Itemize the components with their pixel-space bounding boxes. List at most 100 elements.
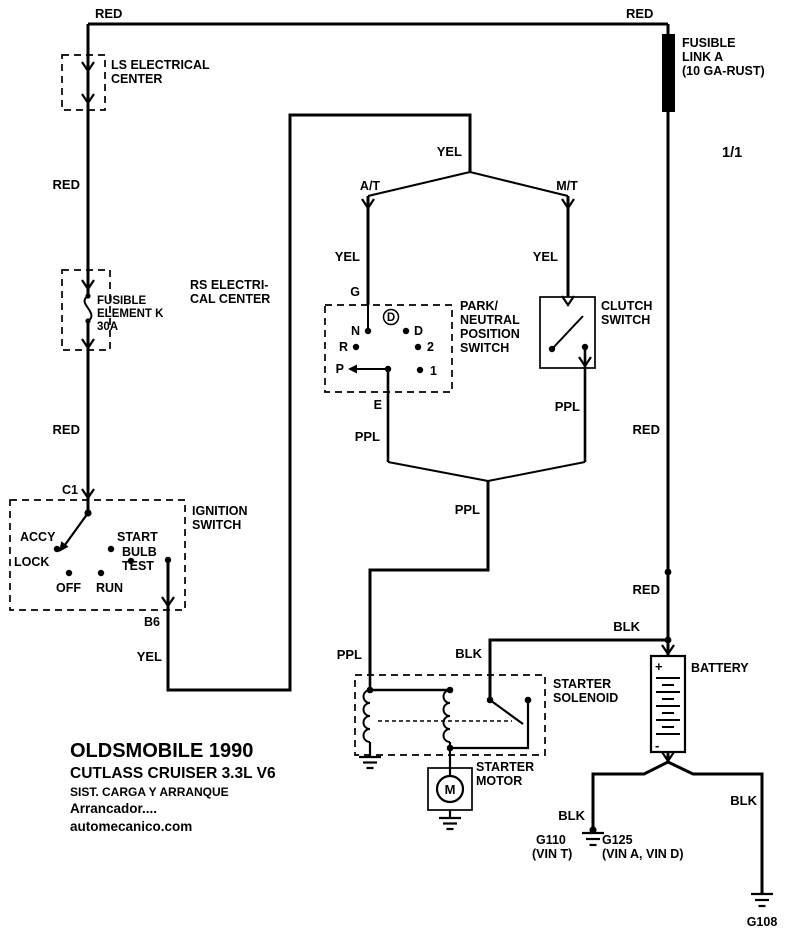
wire-label-ppl-main: PPL: [455, 502, 480, 517]
wire-blk-run: [488, 638, 668, 700]
ground-g125-id: G125: [602, 833, 633, 847]
rs-electrical-center: FUSIBLE ELEMENT K 30A RS ELECTRI- CAL CE…: [61, 269, 270, 351]
connector-arrow-icon: [561, 295, 575, 307]
contact-start: [107, 545, 115, 553]
wire-yellow-run: [166, 113, 472, 692]
rs-center-box: [61, 269, 111, 351]
fusible-link-a: FUSIBLE LINK A (10 GA-RUST): [662, 34, 765, 112]
wire-label-red-left-2: RED: [53, 422, 80, 437]
title-system: SIST. CARGA Y ARRANQUE: [70, 785, 229, 799]
clutch-switch-box: [539, 296, 596, 369]
rs-center-label-1: RS ELECTRI-: [190, 278, 268, 292]
connector-c1-label: C1: [62, 483, 78, 497]
motor-label-1: STARTER: [476, 760, 534, 774]
title-block: OLDSMOBILE 1990 CUTLASS CRUISER 3.3L V6 …: [70, 740, 276, 834]
battery-label: BATTERY: [691, 661, 749, 675]
ls-center-label-2: CENTER: [111, 72, 162, 86]
solenoid-output-wire: [450, 700, 530, 750]
fusible-link-label-3: (10 GA-RUST): [682, 64, 765, 78]
wire-ppl-run: [368, 481, 490, 675]
wire-label-yel-center: YEL: [437, 144, 462, 159]
connector-arrow-icon: [81, 279, 95, 291]
bracket-left: [367, 171, 471, 197]
pos-run-label: RUN: [96, 581, 123, 595]
wire-ground-left: [591, 760, 669, 830]
wire-label-blk-g110: BLK: [558, 808, 585, 823]
pn-switch-label-2: NEUTRAL: [460, 313, 520, 327]
hold-in-coil-icon: [362, 689, 371, 743]
ground-g110-note: (VIN T): [532, 847, 572, 861]
battery-positive-sign: +: [655, 659, 663, 674]
pos-test-label: TEST: [122, 559, 154, 573]
rs-center-label-2: CAL CENTER: [190, 292, 270, 306]
motor-symbol: [435, 774, 465, 804]
ground-symbol-icon: [439, 816, 461, 831]
bracket-right: [469, 171, 569, 197]
ignition-switch: C1 ACCY LOCK START BULB TEST OFF RUN IGN…: [9, 483, 248, 629]
battery-negative-sign: -: [655, 738, 659, 753]
pull-in-coil-icon: [442, 689, 451, 743]
solenoid-label-1: STARTER: [553, 677, 611, 691]
wire-label-yel-mt: YEL: [533, 249, 558, 264]
ls-center-box: [61, 54, 106, 111]
wire-label-ppl-e: PPL: [355, 429, 380, 444]
switch-arm-arrowhead-icon: [59, 541, 69, 552]
ground-g125-note: (VIN A, VIN D): [602, 847, 683, 861]
wire-label-red-top-left: RED: [95, 6, 122, 21]
pn-wiper-arrowhead-icon: [348, 364, 357, 374]
battery-cells-icon: [656, 677, 680, 735]
pos-start-label: START: [117, 530, 158, 544]
title-model: CUTLASS CRUISER 3.3L V6: [70, 765, 276, 782]
title-vehicle: OLDSMOBILE 1990: [70, 740, 253, 762]
ground-symbol-icon: [582, 831, 604, 847]
terminal-1-dot: [416, 366, 424, 374]
pn-switch-label-4: SWITCH: [460, 341, 509, 355]
terminal-n-label: N: [351, 324, 360, 338]
pn-switch-label-3: POSITION: [460, 327, 520, 341]
solenoid-contact-blade: [489, 699, 524, 725]
connector-arrow-icon: [81, 61, 95, 73]
starter-motor: M STARTER MOTOR: [427, 760, 534, 831]
branch-mt-label: M/T: [556, 179, 578, 193]
fuse-label-1: FUSIBLE: [97, 295, 147, 307]
pn-switch-label-1: PARK/: [460, 299, 498, 313]
solenoid-label-2: SOLENOID: [553, 691, 618, 705]
contact-run: [97, 569, 105, 577]
fusible-link-bar: [662, 34, 675, 112]
purple-solenoid-wire: PPL PPL: [337, 461, 586, 675]
splice-dot: [664, 568, 672, 576]
wire-label-yel-at: YEL: [335, 249, 360, 264]
battery: + - BATTERY: [649, 644, 749, 754]
park-neutral-position-switch: D N D R 2 P 1 PARK/ NEUTRAL POSITION SWI…: [324, 299, 520, 462]
terminal-e-label: E: [374, 398, 382, 412]
pos-lock-label: LOCK: [14, 555, 49, 569]
terminal-2-label: 2: [427, 340, 434, 354]
solenoid-top-bus: [368, 675, 450, 692]
ground-junction-dot: [589, 826, 597, 834]
ls-center-label-1: LS ELECTRICAL: [111, 58, 210, 72]
ground-g108-id: G108: [747, 915, 778, 929]
wire-label-blk-battery: BLK: [613, 619, 640, 634]
fuse-label-3: 30A: [97, 321, 118, 333]
fuse-label-2: ELEMENT K: [97, 308, 164, 320]
clutch-blade: [551, 315, 584, 350]
connector-arrow-icon: [81, 93, 95, 105]
wire-label-ppl-clutch: PPL: [555, 399, 580, 414]
pos-off-label: OFF: [56, 581, 81, 595]
clutch-switch-label-2: SWITCH: [601, 313, 650, 327]
yellow-start-wire: YEL YEL: [137, 113, 472, 692]
terminal-r-label: R: [339, 340, 348, 354]
connector-b6-label: B6: [144, 615, 160, 629]
wire-label-red-right-2: RED: [633, 582, 660, 597]
wire-label-ppl-solenoid: PPL: [337, 647, 362, 662]
terminal-n-dot: [364, 327, 372, 335]
ignition-switch-label-1: IGNITION: [192, 504, 248, 518]
title-website: automecanico.com: [70, 819, 192, 834]
ignition-switch-box: [9, 499, 186, 611]
contact-off: [65, 569, 73, 577]
clutch-switch-label-1: CLUTCH: [601, 299, 652, 313]
page-ref: 1/1: [722, 145, 742, 161]
battery-ground-wires: BLK BLK G110 (VIN T) G125 (VIN A, VIN D)…: [532, 751, 778, 929]
gather-bracket-right: [487, 461, 586, 482]
